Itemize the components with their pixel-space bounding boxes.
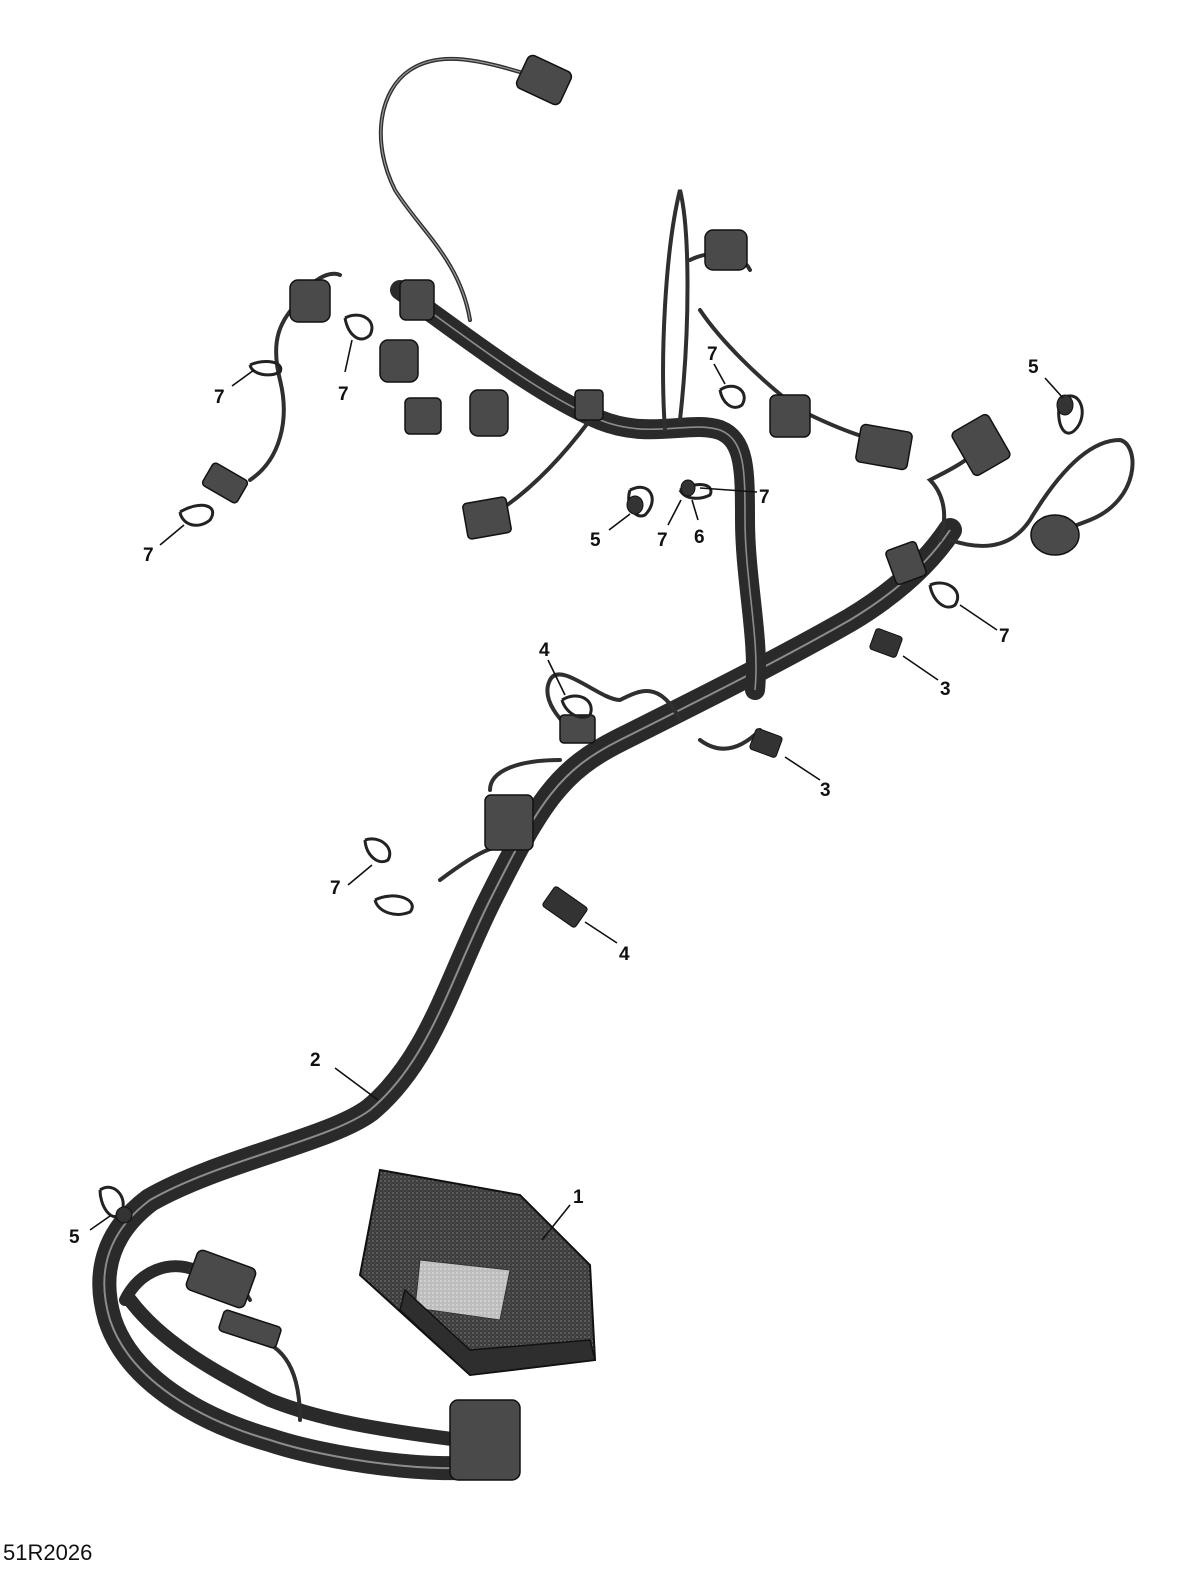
main-harness [92,280,962,1481]
callout-5: 5 [1028,357,1039,378]
callout-7: 7 [330,878,341,899]
callout-3: 3 [940,679,951,700]
callout-7: 7 [657,530,668,551]
connectors [185,54,1080,1481]
callout-5: 5 [69,1227,80,1248]
callout-3: 3 [820,780,831,801]
ecm-module [358,1168,597,1377]
harness-branches [188,56,1135,1422]
callout-7: 7 [214,387,225,408]
callout-1: 1 [573,1187,584,1208]
callout-7: 7 [143,545,154,566]
callout-7: 7 [338,384,349,405]
leader-lines [89,339,1064,1241]
callout-2: 2 [310,1050,321,1071]
callout-7: 7 [759,487,770,508]
callout-7: 7 [707,344,718,365]
callout-5: 5 [590,530,601,551]
figure-reference: 51R2026 [3,1540,93,1565]
callout-6: 6 [694,527,705,548]
harness-clips [98,313,1084,1224]
callout-4: 4 [619,944,630,965]
callout-7: 7 [999,626,1010,647]
callout-4: 4 [539,640,550,661]
callout-labels: 1 2 3 3 4 4 5 5 5 6 7 7 7 7 7 7 7 7 [69,344,1039,1248]
